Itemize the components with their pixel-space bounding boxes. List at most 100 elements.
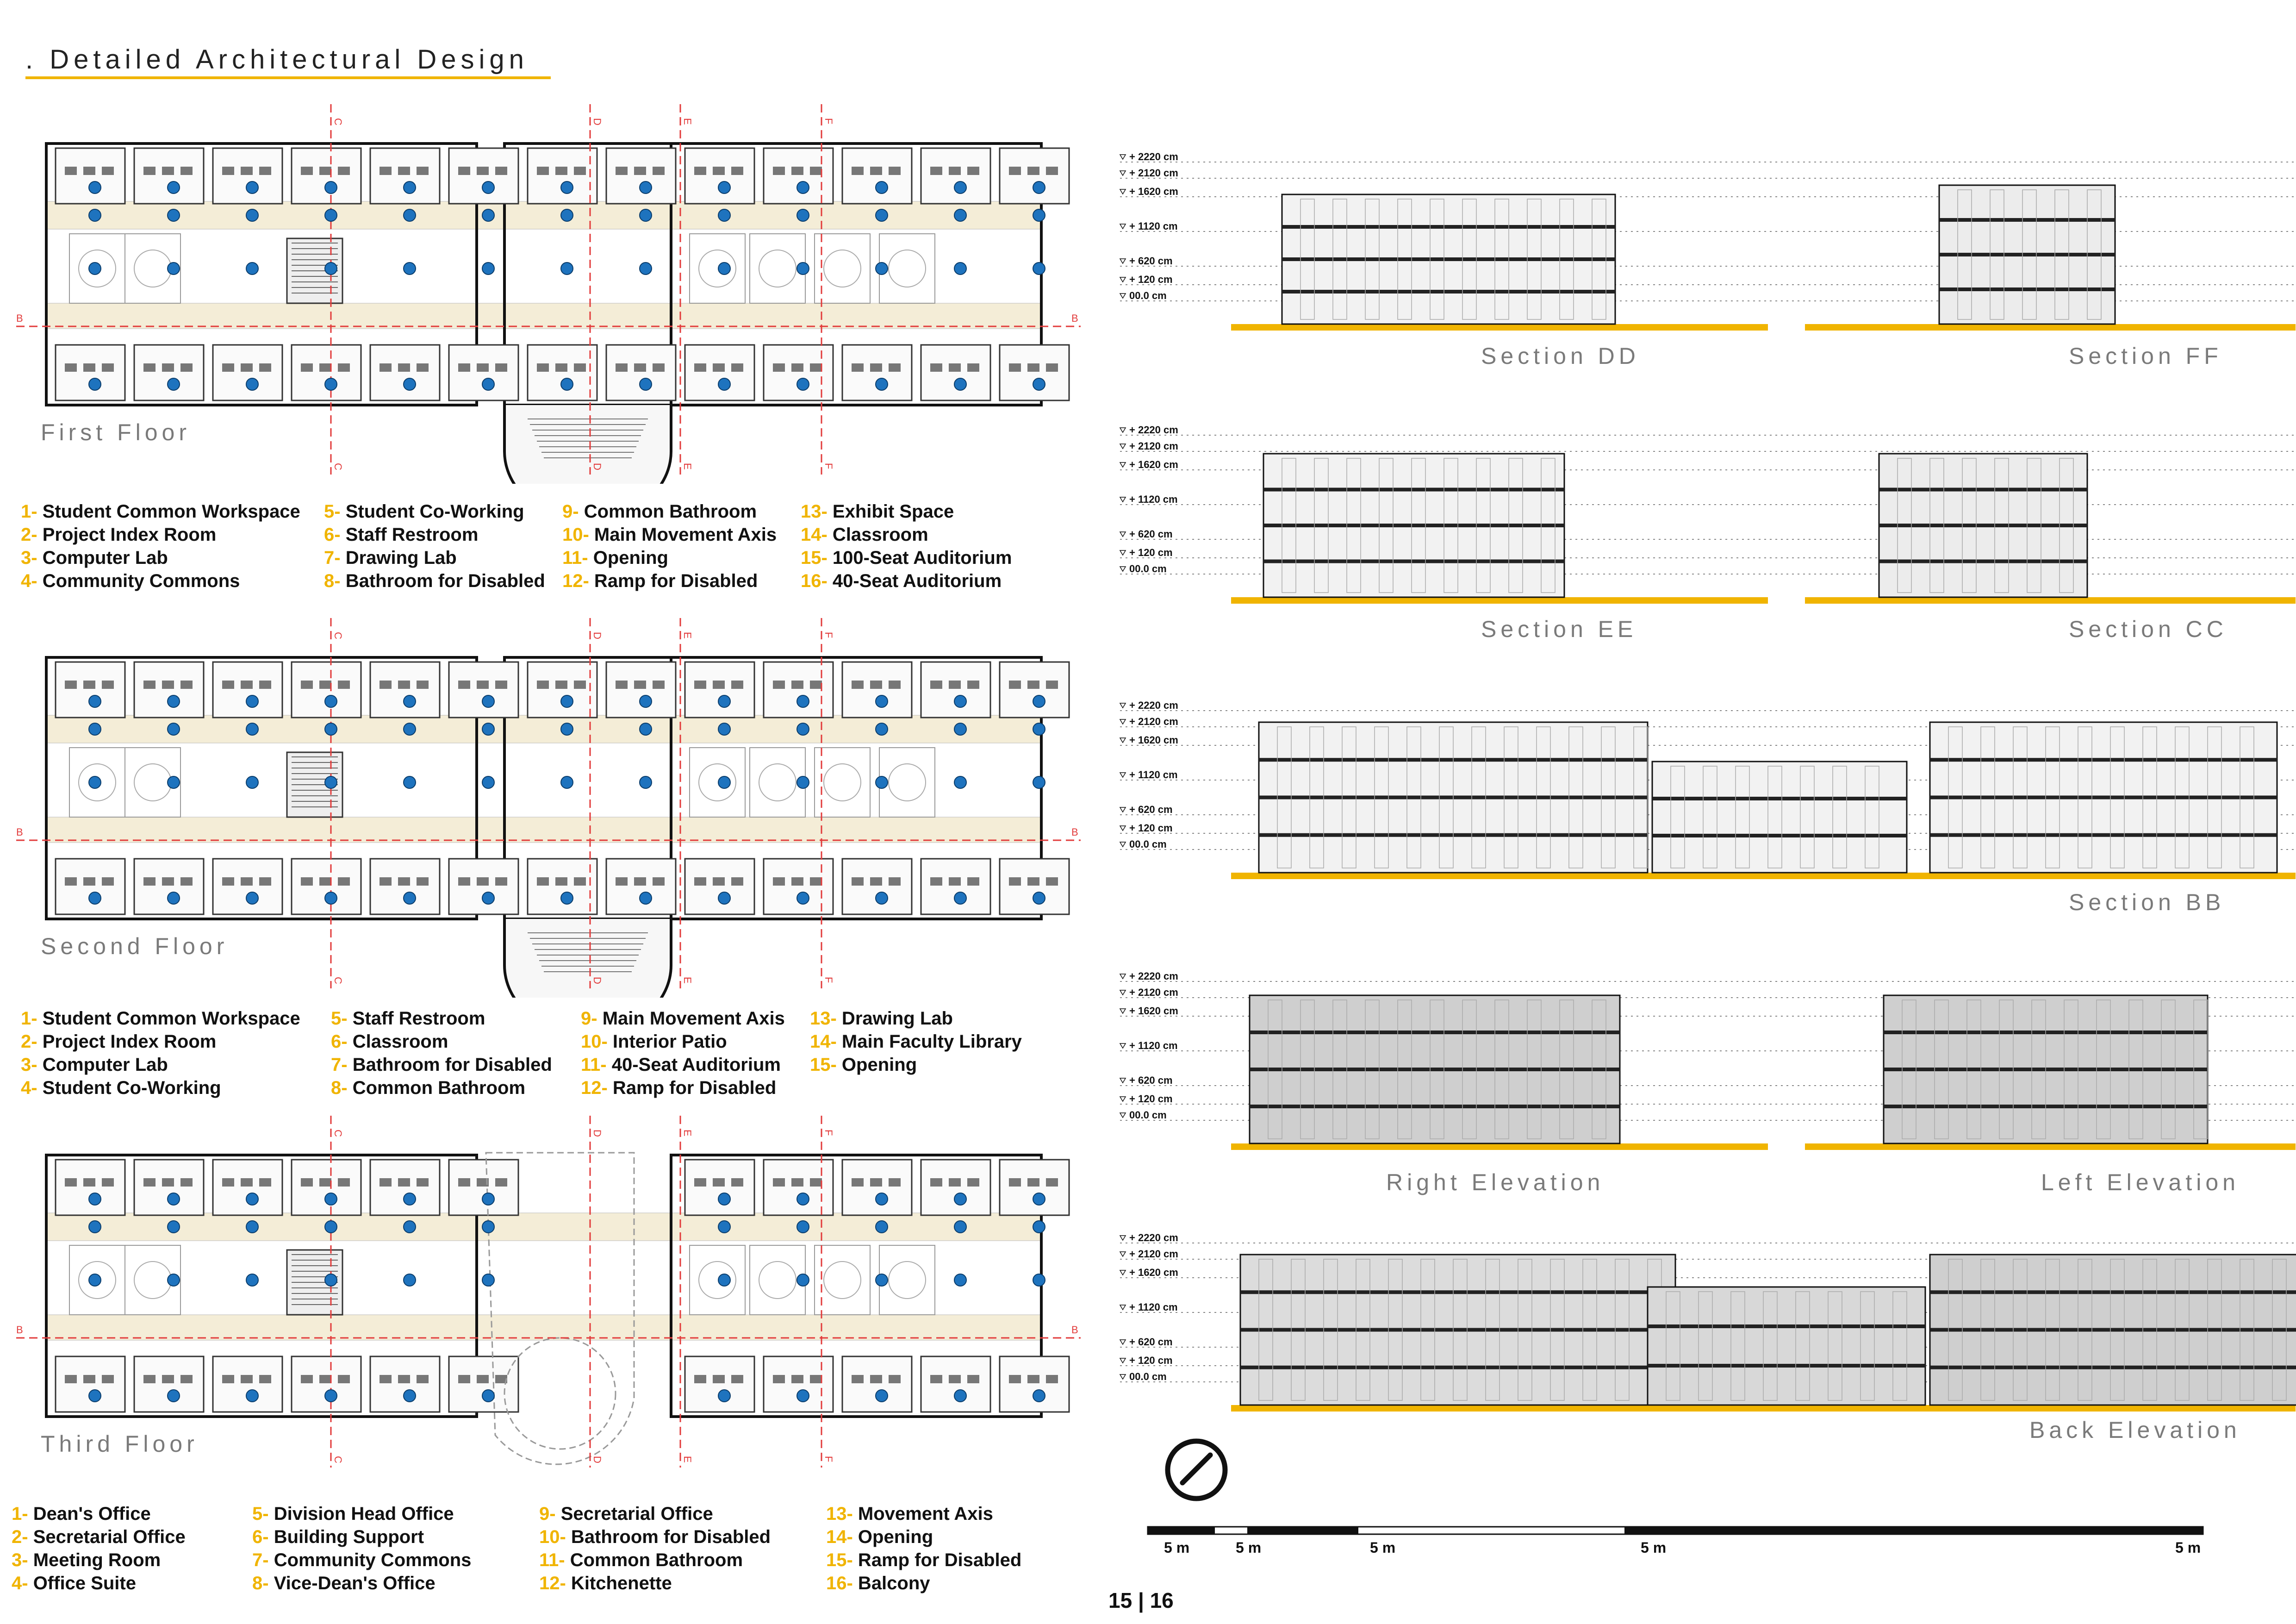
legend-item-number: 13- bbox=[801, 501, 828, 522]
atrium-circle bbox=[698, 1261, 736, 1299]
desk bbox=[162, 877, 174, 886]
window-column bbox=[1767, 766, 1782, 868]
room bbox=[55, 661, 126, 718]
floor-slab bbox=[1930, 758, 2277, 762]
window-column bbox=[1374, 726, 1389, 868]
room-marker-icon bbox=[718, 1220, 731, 1233]
legend-item-number: 9- bbox=[581, 1008, 597, 1029]
page-number: 15 | 16 bbox=[1108, 1588, 1174, 1612]
legend-item-number: 13- bbox=[826, 1504, 853, 1524]
room bbox=[212, 147, 283, 205]
desk bbox=[398, 1375, 410, 1383]
legend-item-label: Common Bathroom bbox=[347, 1078, 526, 1098]
desk bbox=[222, 1375, 234, 1383]
room-marker-icon bbox=[718, 1274, 731, 1287]
room-marker-icon bbox=[796, 695, 809, 708]
section-ee-label: Section EE bbox=[1481, 616, 1637, 642]
desk bbox=[180, 363, 193, 372]
section-marker-label: E bbox=[682, 1456, 693, 1463]
room bbox=[448, 661, 519, 718]
legend-item-label: Computer Lab bbox=[37, 1055, 168, 1075]
level-marker-icon bbox=[1119, 189, 1126, 195]
desk bbox=[852, 1178, 864, 1187]
room-marker-icon bbox=[718, 181, 731, 194]
room-marker-icon bbox=[246, 892, 259, 905]
desk bbox=[653, 167, 665, 175]
desk bbox=[713, 1178, 725, 1187]
room bbox=[999, 858, 1070, 915]
room-marker-icon bbox=[560, 776, 573, 789]
legend-item-number: 13- bbox=[810, 1008, 837, 1029]
desk bbox=[338, 363, 350, 372]
level-marker-icon bbox=[1119, 1096, 1126, 1102]
legend-item-number: 11- bbox=[581, 1055, 607, 1075]
window-column bbox=[2207, 1259, 2222, 1401]
room-marker-icon bbox=[796, 1193, 809, 1206]
desk bbox=[949, 681, 961, 689]
window-column bbox=[1291, 1259, 1306, 1401]
room-marker-icon bbox=[560, 181, 573, 194]
room-marker-icon bbox=[718, 776, 731, 789]
desk bbox=[616, 167, 628, 175]
level-label: + 2220 cm bbox=[1129, 424, 1178, 436]
desk bbox=[319, 877, 331, 886]
legend-item-label: Dean's Office bbox=[28, 1504, 151, 1524]
room bbox=[763, 344, 834, 401]
legend-item: 14- Opening bbox=[826, 1525, 1021, 1549]
window-column bbox=[2059, 458, 2074, 593]
legend-item: 16- Balcony bbox=[826, 1572, 1021, 1595]
room bbox=[841, 858, 913, 915]
legend-item-number: 12- bbox=[539, 1573, 566, 1593]
room-marker-icon bbox=[875, 776, 888, 789]
window-column bbox=[2207, 726, 2222, 868]
desk bbox=[477, 877, 489, 886]
room-marker-icon bbox=[324, 1193, 337, 1206]
section-marker-label: C bbox=[332, 977, 344, 984]
section-bb-label: Section BB bbox=[2069, 889, 2225, 915]
level-marker-icon bbox=[1119, 258, 1126, 264]
legend-item: 8- Vice-Dean's Office bbox=[252, 1572, 471, 1595]
room bbox=[999, 661, 1070, 718]
level-label: + 620 cm bbox=[1129, 528, 1173, 540]
room-marker-icon bbox=[482, 1389, 495, 1402]
desk bbox=[398, 167, 410, 175]
desk bbox=[653, 877, 665, 886]
legend-item: 13- Drawing Lab bbox=[810, 1007, 1022, 1030]
desk bbox=[102, 167, 114, 175]
level-marker-icon bbox=[1119, 974, 1126, 980]
desk bbox=[65, 167, 77, 175]
floor-slab bbox=[1282, 225, 1615, 229]
window-column bbox=[1379, 458, 1394, 593]
window-column bbox=[1735, 766, 1750, 868]
desk bbox=[102, 1178, 114, 1187]
desk bbox=[537, 877, 549, 886]
window-column bbox=[2031, 999, 2046, 1139]
window-column bbox=[1494, 199, 1509, 320]
legend-item-label: Community Commons bbox=[268, 1550, 472, 1570]
section-marker-label: E bbox=[682, 463, 693, 470]
floor-slab bbox=[1250, 1068, 1620, 1071]
right-elevation-label: Right Elevation bbox=[1386, 1169, 1605, 1195]
room-marker-icon bbox=[1033, 695, 1045, 708]
room-marker-icon bbox=[246, 378, 259, 391]
desk bbox=[731, 363, 743, 372]
desk bbox=[259, 877, 271, 886]
desk bbox=[417, 1178, 429, 1187]
window-column bbox=[1430, 199, 1444, 320]
desk bbox=[162, 681, 174, 689]
room-marker-icon bbox=[1033, 776, 1045, 789]
section-marker-label: F bbox=[823, 463, 834, 469]
room-marker-icon bbox=[1033, 262, 1045, 275]
window-column bbox=[1980, 726, 1995, 868]
window-column bbox=[1902, 999, 1916, 1139]
room-marker-icon bbox=[324, 262, 337, 275]
room bbox=[684, 1159, 755, 1216]
window-column bbox=[1592, 999, 1606, 1139]
legend-item-label: Vice-Dean's Office bbox=[268, 1573, 436, 1593]
desk bbox=[810, 167, 822, 175]
level-label: + 2120 cm bbox=[1129, 987, 1178, 998]
